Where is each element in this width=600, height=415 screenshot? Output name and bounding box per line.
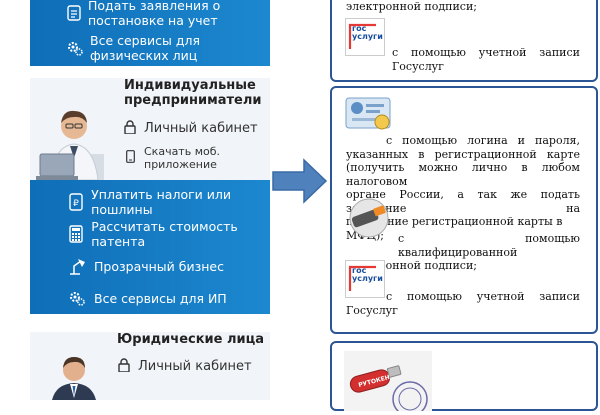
businessman-portrait bbox=[50, 350, 98, 400]
service-all-individuals-link[interactable]: Все сервисы для физических лиц bbox=[30, 33, 270, 63]
service-register-link[interactable]: Подать заявления о постановке на учет bbox=[30, 0, 270, 28]
legal-card: Юридические лица Личный кабинет bbox=[30, 332, 270, 400]
gosuslugi-logo-text1: гос bbox=[352, 24, 367, 33]
ip-title-line2: предприниматели bbox=[124, 93, 262, 108]
gosuslugi-logo-text2: услуги bbox=[352, 274, 383, 283]
right-arrow bbox=[272, 158, 328, 204]
ip-cabinet-label: Личный кабинет bbox=[144, 121, 258, 136]
login-line4: органе России, а так же подать заявление… bbox=[346, 188, 580, 215]
ecp-line1: с помощью квалифицированной bbox=[398, 232, 580, 259]
ip-mobile-app-label: Скачать моб. приложение bbox=[144, 145, 221, 171]
businessman-illustration bbox=[32, 96, 112, 181]
ip-services-panel: ₽ Уплатить налоги или пошлины Рассчитать… bbox=[30, 180, 270, 314]
ip-card-title: Индивидуальные предприниматели bbox=[124, 78, 261, 108]
document-icon bbox=[66, 5, 82, 21]
ip-mobile-app-link[interactable]: Скачать моб. приложение bbox=[126, 145, 270, 171]
gosuslugi-logo-text2: услуги bbox=[352, 32, 383, 41]
login-line3: (получить можно лично в любом налоговом bbox=[346, 161, 580, 188]
auth-box-2: с помощью логина и пароля, указанных в р… bbox=[330, 86, 598, 334]
legal-cabinet-label: Личный кабинет bbox=[138, 359, 252, 374]
gosuslugi-logo: гос услуги bbox=[345, 18, 385, 56]
box1-gos-label: с помощью учетной записи Госуслуг bbox=[392, 46, 580, 73]
box2-gos-line1: с помощью учетной записи bbox=[386, 290, 580, 303]
box1-gos-text: с помощью учетной записи Госуслуг bbox=[392, 46, 580, 73]
auth-box-1: электронной подписи; гос услуги с помощь… bbox=[330, 0, 598, 82]
phone-icon bbox=[126, 150, 135, 166]
ip-title-line1: Индивидуальные bbox=[124, 78, 256, 93]
login-text-block: с помощью логина и пароля, указанных в р… bbox=[346, 134, 580, 242]
service-all-individuals-label: Все сервисы для физических лиц bbox=[90, 33, 200, 63]
lamp-icon bbox=[66, 257, 88, 275]
login-line1: с помощью логина и пароля, bbox=[386, 134, 580, 147]
auth-box-3: РУТОКЕН bbox=[330, 341, 598, 415]
ip-all-services-label: Все сервисы для ИП bbox=[94, 290, 227, 306]
ip-pay-taxes-label: Уплатить налоги или пошлины bbox=[91, 187, 232, 217]
legal-card-title: Юридические лица bbox=[117, 332, 265, 347]
ip-all-services-link[interactable]: Все сервисы для ИП bbox=[30, 286, 270, 310]
gosuslugi-logo-text1: гос bbox=[352, 266, 367, 275]
ip-transparent-business-label: Прозрачный бизнес bbox=[94, 258, 224, 274]
calculator-icon bbox=[66, 225, 85, 243]
login-line2: указанных в регистрационной карте bbox=[346, 147, 580, 161]
legal-cabinet-link[interactable]: Личный кабинет bbox=[118, 358, 252, 375]
ip-pay-taxes-link[interactable]: ₽ Уплатить налоги или пошлины bbox=[30, 187, 270, 217]
ip-patent-link[interactable]: Рассчитать стоимость патента bbox=[30, 219, 270, 249]
ip-patent-label: Рассчитать стоимость патента bbox=[91, 219, 238, 249]
ip-card: Индивидуальные предприниматели Личный ка… bbox=[30, 78, 270, 181]
ip-cabinet-link[interactable]: Личный кабинет bbox=[124, 120, 258, 137]
login-card-icon bbox=[344, 94, 394, 132]
ip-transparent-business-link[interactable]: Прозрачный бизнес bbox=[30, 254, 270, 278]
rutoken-icon: РУТОКЕН bbox=[344, 351, 432, 415]
box1-top-text: электронной подписи; bbox=[346, 0, 477, 13]
box2-gos-text: с помощью учетной записи Госуслуг bbox=[346, 290, 580, 317]
gosuslugi-logo: гос услуги bbox=[345, 260, 385, 298]
usb-token-icon bbox=[346, 198, 392, 238]
lock-icon bbox=[118, 358, 130, 375]
individuals-services-panel: Подать заявления о постановке на учет Вс… bbox=[30, 0, 270, 66]
ruble-phone-icon: ₽ bbox=[66, 193, 85, 211]
lock-icon bbox=[124, 120, 136, 137]
gears-icon bbox=[66, 289, 88, 307]
svg-text:₽: ₽ bbox=[73, 199, 79, 209]
service-register-label: Подать заявления о постановке на учет bbox=[88, 0, 221, 28]
gears-icon bbox=[66, 39, 84, 57]
box2-gos-line2: Госуслуг bbox=[346, 303, 398, 317]
